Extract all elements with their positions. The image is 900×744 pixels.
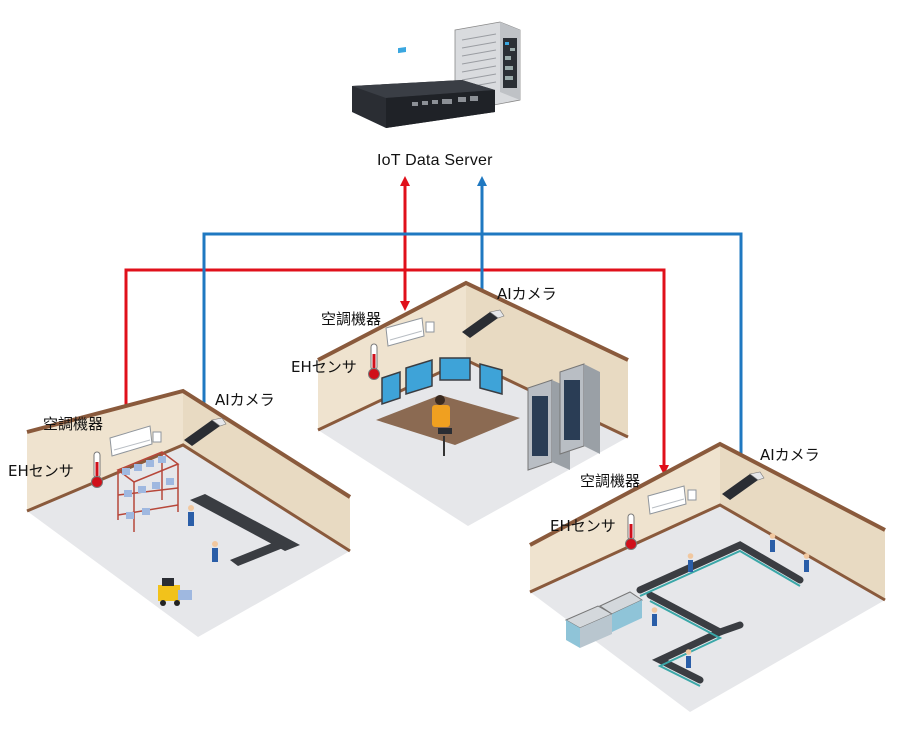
room-factory xyxy=(529,441,886,712)
aircon-unit-icon xyxy=(109,425,162,457)
server-hardware-icon xyxy=(352,21,521,128)
sensor-label-factory: EHセンサ xyxy=(550,517,616,535)
worker-icon xyxy=(651,533,810,668)
thermometer-sensor-icon xyxy=(91,451,103,488)
cnc-machine-icon xyxy=(564,591,644,648)
worker-icon xyxy=(188,505,218,562)
sensor-label-warehouse: EHセンサ xyxy=(8,462,74,480)
conveyor-belt xyxy=(190,494,300,551)
conveyor-belt xyxy=(636,541,804,684)
aircon-label-warehouse: 空調機器 xyxy=(43,415,104,433)
aircon-label-control: 空調機器 xyxy=(321,310,382,328)
server-rack-icon xyxy=(527,363,600,471)
thermometer-sensor-icon xyxy=(625,513,637,550)
aircon-unit-icon xyxy=(385,317,435,347)
ai-camera-icon xyxy=(462,309,505,338)
server-label: IoT Data Server xyxy=(377,152,493,169)
forklift-icon xyxy=(158,578,192,606)
operator-icon xyxy=(432,395,452,456)
sensor-label-control: EHセンサ xyxy=(291,358,357,376)
aircon-unit-icon xyxy=(647,485,697,515)
camera-label-warehouse: AIカメラ xyxy=(215,391,275,409)
ai-camera-icon xyxy=(184,417,227,446)
red-link-aircon xyxy=(121,176,669,475)
ai-camera-icon xyxy=(722,471,765,500)
camera-label-control: AIカメラ xyxy=(497,285,557,303)
aircon-label-factory: 空調機器 xyxy=(580,472,641,490)
camera-label-factory: AIカメラ xyxy=(760,446,820,464)
thermometer-sensor-icon xyxy=(368,343,380,380)
room-control xyxy=(317,280,629,526)
rack-boxes xyxy=(122,456,174,519)
room-warehouse xyxy=(26,388,352,637)
monitor-icon xyxy=(381,357,503,406)
